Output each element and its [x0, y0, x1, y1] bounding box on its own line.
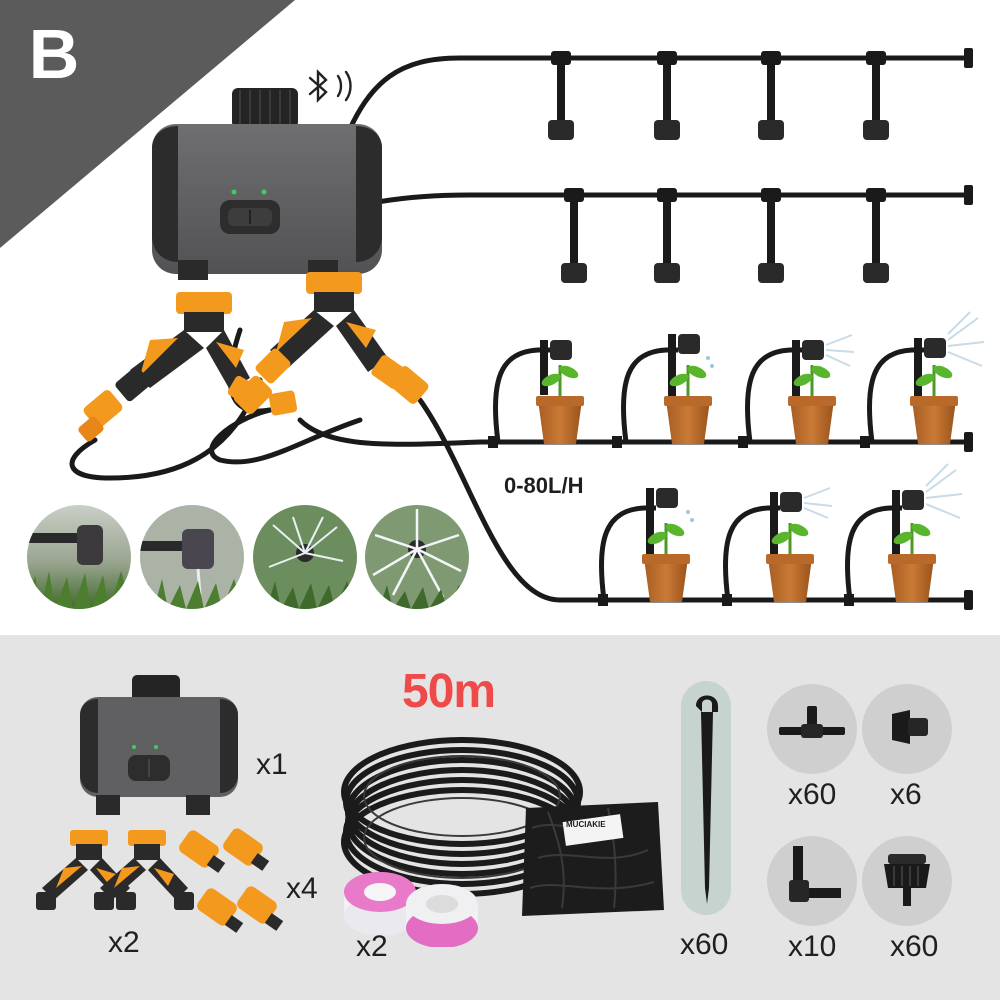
seal-tape-quantity: x2 [356, 930, 388, 963]
end-plug-circle [862, 684, 952, 774]
hose-length-label: 50m [402, 665, 496, 718]
kit-timer-image [80, 675, 238, 815]
hose-connectors [78, 366, 429, 442]
nozzle-photo-1 [27, 505, 131, 609]
dripper-row-1 [548, 51, 889, 140]
y-splitter-right [255, 272, 407, 389]
timer-quantity: x1 [256, 748, 288, 781]
tee-joints [488, 436, 870, 606]
kit-y-splitter-image [36, 830, 194, 910]
irrigation-scene [0, 0, 985, 610]
seal-tape-image [344, 872, 478, 947]
dripper-row-2 [561, 188, 889, 283]
nozzle-photo-2 [140, 505, 244, 609]
y-splitter-left [115, 292, 261, 407]
tee-connector-quantity: x60 [788, 778, 837, 811]
end-plug-quantity: x6 [890, 778, 922, 811]
nozzle-photo-3 [253, 505, 357, 609]
tee-connector-icon [779, 706, 845, 738]
potted-plants-row-1 [493, 311, 985, 444]
water-timer [152, 88, 382, 280]
elbow-connector-icon [789, 846, 841, 902]
stake-bag-image [522, 802, 664, 916]
stake-quantity: x60 [680, 928, 729, 961]
bag-brand-label: MUCIAKIE [566, 820, 606, 829]
nozzle-photo-4 [365, 505, 469, 609]
connectors-quantity: x4 [286, 872, 318, 905]
tee-connector-circle [767, 684, 857, 774]
bluetooth-icon [308, 69, 352, 103]
elbow-connector-quantity: x10 [788, 930, 837, 963]
y-splitter-quantity: x2 [108, 926, 140, 959]
variant-badge-letter: B [28, 15, 80, 93]
end-caps [964, 48, 973, 610]
dripper-quantity: x60 [890, 930, 939, 963]
stake-icon [696, 695, 718, 904]
end-plug-icon [892, 710, 928, 744]
kit-connectors-image [179, 828, 284, 933]
flow-rate-label: 0-80L/H [504, 473, 584, 498]
potted-plants-row-2 [599, 463, 963, 602]
elbow-connector-circle [767, 836, 857, 926]
dripper-circle [862, 836, 952, 926]
dripper-icon [884, 854, 930, 906]
variant-badge [0, 0, 295, 248]
